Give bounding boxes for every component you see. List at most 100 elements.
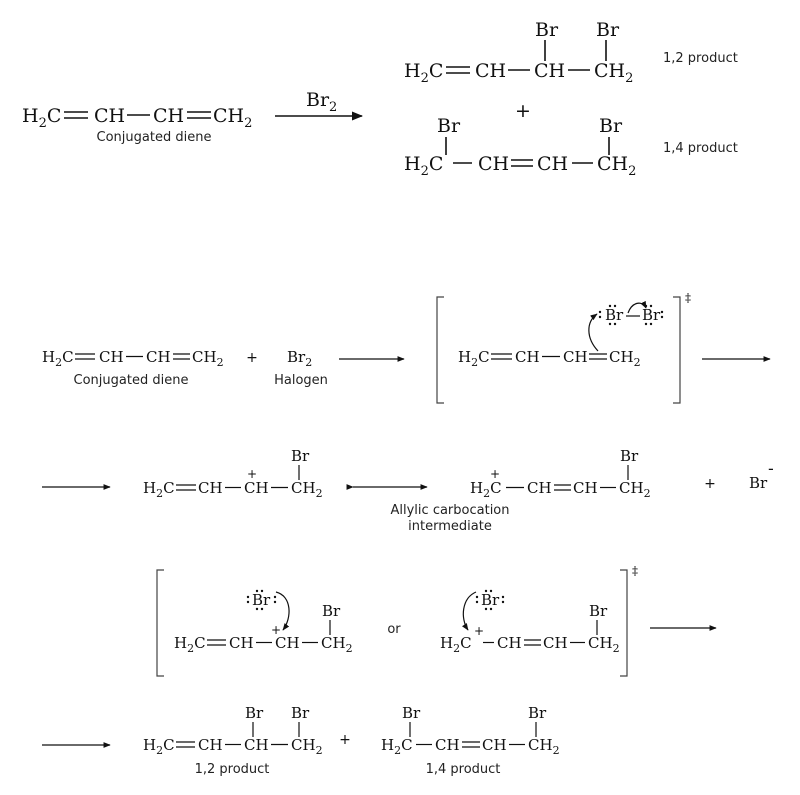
svg-text:CH: CH (229, 634, 254, 652)
svg-text:CH2: CH2 (597, 153, 636, 179)
svg-text:CH: CH (527, 479, 552, 497)
diene-structure: H2C CH CH CH2 (42, 348, 224, 369)
svg-text:H2C: H2C (143, 479, 175, 500)
svg-text:CH2: CH2 (619, 479, 651, 500)
bracket-right (673, 296, 681, 404)
br-atom: Br (245, 704, 264, 722)
diene-caption: Conjugated diene (74, 373, 189, 388)
overall-reaction: H2C CH CH CH2 Conjugated diene Br2 H2C C… (22, 19, 738, 179)
product-12-label: 1,2 product (663, 51, 738, 66)
svg-text:CH: CH (244, 479, 269, 497)
br-atom: Br (528, 704, 547, 722)
bromide-ion: Br (749, 474, 768, 492)
product-14-label: 1,4 product (663, 141, 738, 156)
svg-text:H2C: H2C (458, 348, 490, 369)
svg-text:CH2: CH2 (291, 736, 323, 757)
transition-state-structure: H2C CH CH CH2 Br Br (458, 300, 664, 369)
product-14-structure: H2C CH CH CH2 Br Br (404, 115, 636, 179)
br-nucleophile: Br (252, 591, 271, 609)
svg-text:H2C: H2C (470, 479, 502, 500)
br-atom: Br (291, 447, 310, 465)
plus-sign: + (339, 732, 351, 748)
bracket-right (620, 569, 628, 677)
positive-charge: + (271, 623, 281, 637)
svg-text:CH: CH (537, 153, 568, 175)
attack-at-c4: H2C + CH CH CH2 Br Br (440, 589, 620, 655)
allylic-caption-line1: Allylic carbocation (391, 503, 510, 518)
plus-sign: + (704, 476, 716, 492)
positive-charge: + (247, 467, 257, 481)
attack-at-c2: H2C CH CH + CH2 Br Br (174, 589, 353, 655)
positive-charge: + (474, 624, 484, 638)
product-12-structure: H2C CH CH CH2 Br Br (404, 19, 633, 86)
br-atom: Br (642, 306, 661, 324)
br-atom: Br (322, 602, 341, 620)
svg-text:CH2: CH2 (291, 479, 323, 500)
mechanism-step-1: H2C CH CH CH2 Conjugated diene + Br2 Hal… (42, 291, 771, 404)
bracket-left (436, 296, 444, 404)
carbocation-resonance-2: H2C + CH CH CH2 Br (470, 447, 651, 500)
svg-text:CH: CH (435, 736, 460, 754)
product-14-structure: H2C CH CH CH2 Br Br (381, 704, 560, 757)
svg-text:H2C: H2C (404, 60, 443, 86)
br-atom: Br (291, 704, 310, 722)
transition-state-symbol: ‡ (685, 291, 691, 305)
curved-arrow (275, 591, 290, 631)
svg-text:CH: CH (99, 348, 124, 366)
diene-ch2: CH2 (213, 105, 252, 131)
svg-text:CH2: CH2 (321, 634, 353, 655)
mechanism-step-3: ‡ H2C CH CH + CH2 Br Br or (156, 564, 717, 677)
final-products: H2C CH CH CH2 Br Br 1,2 product + H2C CH… (42, 704, 560, 777)
diene-ch-2: CH (153, 105, 184, 127)
halogen-br2: Br2 (287, 348, 312, 369)
plus-sign: + (515, 100, 531, 122)
curved-arrow (627, 300, 647, 314)
svg-text:CH: CH (146, 348, 171, 366)
product-14-label: 1,4 product (426, 762, 501, 777)
br-atom: Br (620, 447, 639, 465)
br-atom: Br (605, 306, 624, 324)
svg-text:CH: CH (478, 153, 509, 175)
svg-text:CH2: CH2 (588, 634, 620, 655)
svg-text:CH: CH (543, 634, 568, 652)
halogen-caption: Halogen (274, 373, 328, 388)
svg-text:CH: CH (198, 736, 223, 754)
transition-state-symbol: ‡ (632, 564, 638, 578)
product-12-structure: H2C CH CH CH2 Br Br (143, 704, 323, 757)
reagent-br2: Br2 (306, 89, 337, 115)
br-atom: Br (596, 19, 620, 41)
svg-text:CH: CH (198, 479, 223, 497)
bracket-left (156, 569, 164, 677)
svg-text:CH: CH (573, 479, 598, 497)
curved-arrow (462, 591, 477, 631)
plus-sign: + (246, 350, 258, 366)
br-atom: Br (535, 19, 559, 41)
svg-text:CH: CH (475, 60, 506, 82)
br-atom: Br (599, 115, 623, 137)
negative-charge: - (768, 459, 774, 478)
br-atom: Br (402, 704, 421, 722)
or-label: or (387, 622, 401, 637)
carbocation-resonance-1: H2C CH CH + CH2 Br (143, 447, 323, 500)
svg-text:CH: CH (563, 348, 588, 366)
curved-arrow (588, 313, 599, 352)
diene-structure: H2C CH CH CH2 (22, 105, 252, 131)
svg-text:CH: CH (482, 736, 507, 754)
br-atom: Br (589, 602, 608, 620)
lone-pair-dots (246, 589, 277, 611)
br-atom: Br (437, 115, 461, 137)
lone-pair-dots (598, 304, 664, 326)
lone-pair-dots (475, 589, 505, 611)
allylic-caption-line2: intermediate (408, 519, 492, 534)
positive-charge: + (490, 467, 500, 481)
diene-h2c: H2C (22, 105, 61, 131)
svg-text:CH: CH (244, 736, 269, 754)
mechanism-step-2: H2C CH CH + CH2 Br H2C + CH CH CH2 Br (42, 447, 774, 534)
product-12-label: 1,2 product (195, 762, 270, 777)
br-nucleophile: Br (481, 591, 500, 609)
svg-text:CH: CH (515, 348, 540, 366)
svg-text:CH2: CH2 (192, 348, 224, 369)
diene-caption: Conjugated diene (97, 130, 212, 145)
diene-ch-1: CH (94, 105, 125, 127)
